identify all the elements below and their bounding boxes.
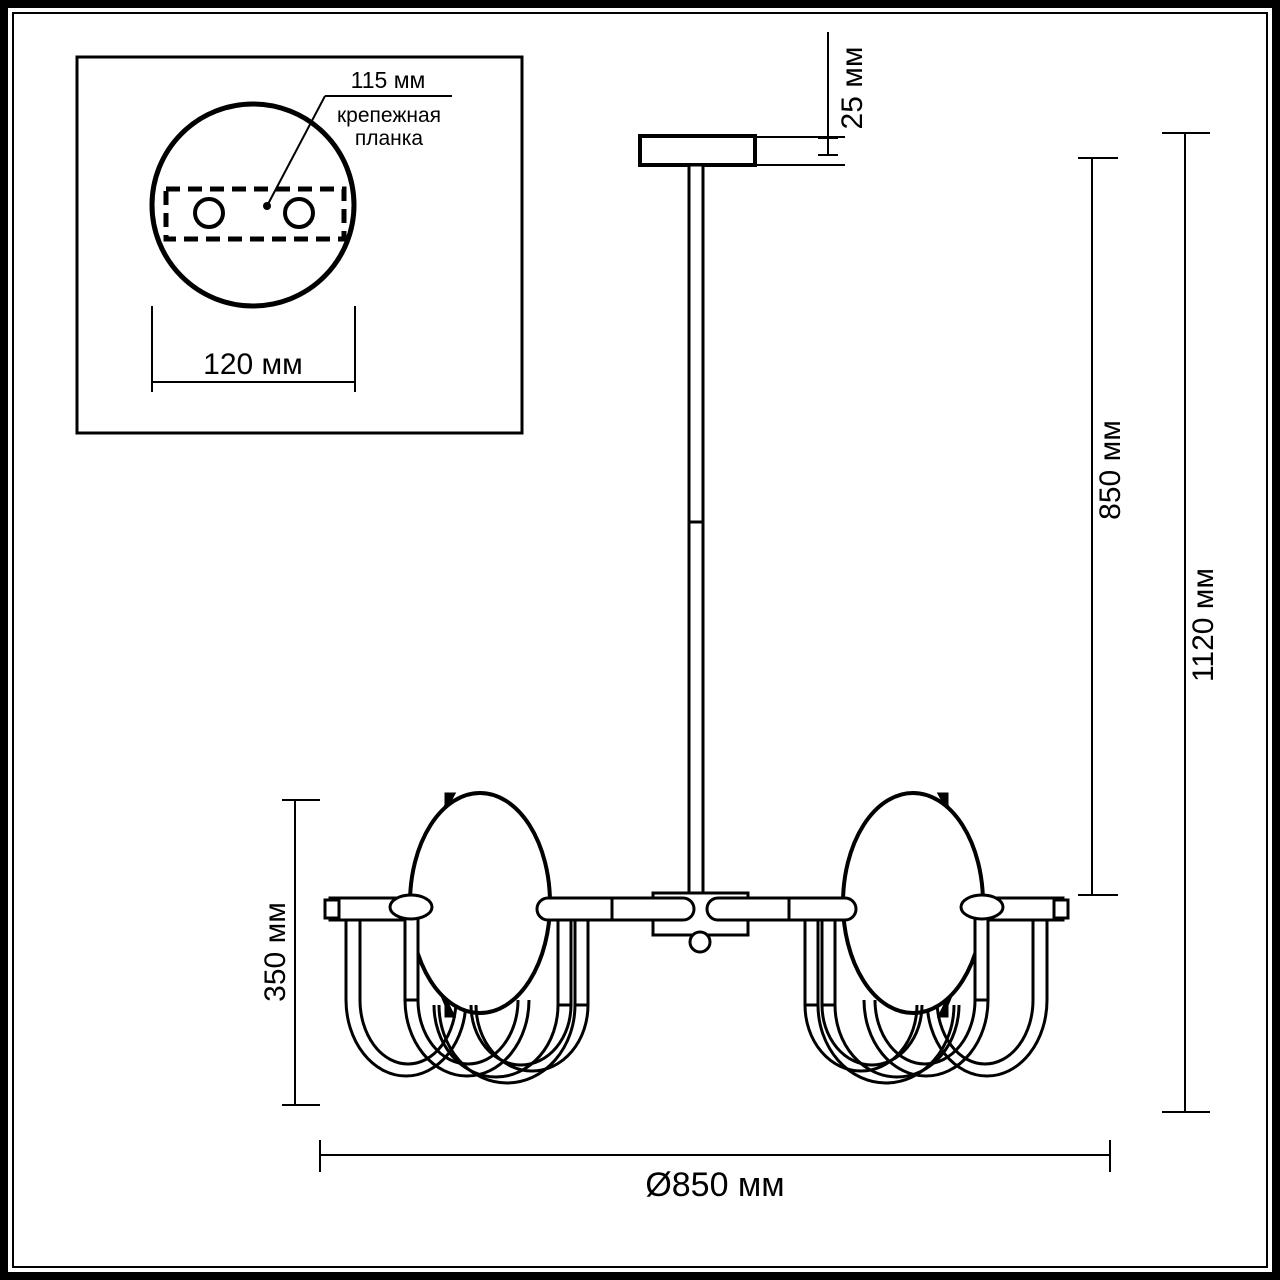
screw-hole-left [193,197,225,229]
ceiling-mount-detail-group: 115 мм крепежная планка 120 мм [75,55,524,435]
label-120mm: 120 мм [203,348,303,381]
right-tube-inner-a [833,1004,961,1079]
hub-knob [688,930,712,954]
left-collar [388,893,434,921]
label-1120mm: 1120 мм [1187,568,1220,682]
right-lamp-cluster [779,791,1070,1085]
dim-850mm-group: 850 мм [1078,157,1127,896]
right-tube-outer-a [925,920,1049,1078]
left-tube-inner-d [474,1004,590,1073]
dim-diameter-group: Ø850 мм [319,1140,1111,1204]
note-bracket-line2: планка [355,127,424,150]
mounting-bracket-outline [163,186,347,242]
left-tube-mid-b [416,999,520,1066]
hub-arm-left-end [610,896,696,922]
left-tube-inner-stem-a [556,918,573,1007]
canopy-circle [149,101,357,309]
right-tube-mid-a [862,999,990,1078]
right-tube-inner-c [816,1004,956,1085]
left-tube-outer-a [344,920,468,1078]
label-diameter: Ø850 мм [645,1166,784,1204]
label-850mm: 850 мм [1094,420,1127,520]
right-tube-inner-stem-b [803,918,820,1007]
right-inner-arm [779,896,858,922]
left-tube-outer-b [358,920,458,1066]
suspension-rod-upper [687,163,705,524]
dim-25mm-group: 25 мм [755,32,869,166]
left-tube-inner-stem-b [573,918,590,1007]
leader-dot [263,202,271,210]
screw-hole-right [283,197,315,229]
left-lamp-cluster [323,791,614,1085]
left-tube-inner-c [437,1004,577,1085]
right-tube-inner-stem-a [820,918,837,1007]
hub-arm-right-end [705,896,791,922]
label-350mm: 350 мм [259,902,292,1002]
left-outer-arm-cap [323,898,341,920]
left-tube-inner-b [469,1004,573,1067]
note-bracket-line1: крепежная [337,104,441,127]
central-hub [610,891,791,954]
right-tube-outer-b [935,920,1035,1066]
dim-1120mm-group: 1120 мм [1162,132,1220,1113]
suspension-rod-lower [687,520,705,896]
chandelier-elevation [323,134,1070,1085]
dim-350mm-group: 350 мм [259,799,320,1106]
right-collar [959,893,1005,921]
left-tube-mid-a [403,999,531,1078]
label-115mm: 115 мм [351,67,426,93]
inner-frame [12,12,1268,1268]
right-tube-inner-d [803,1004,919,1073]
leader-line-bracket [266,95,326,207]
right-outer-arm-cap [1052,898,1070,920]
left-inner-arm [535,896,614,922]
label-25mm: 25 мм [836,47,869,130]
left-tube-inner-a [432,1004,560,1079]
right-tube-mid-b [873,999,977,1066]
ceiling-canopy-plate [638,134,757,167]
right-tube-inner-b [820,1004,924,1067]
